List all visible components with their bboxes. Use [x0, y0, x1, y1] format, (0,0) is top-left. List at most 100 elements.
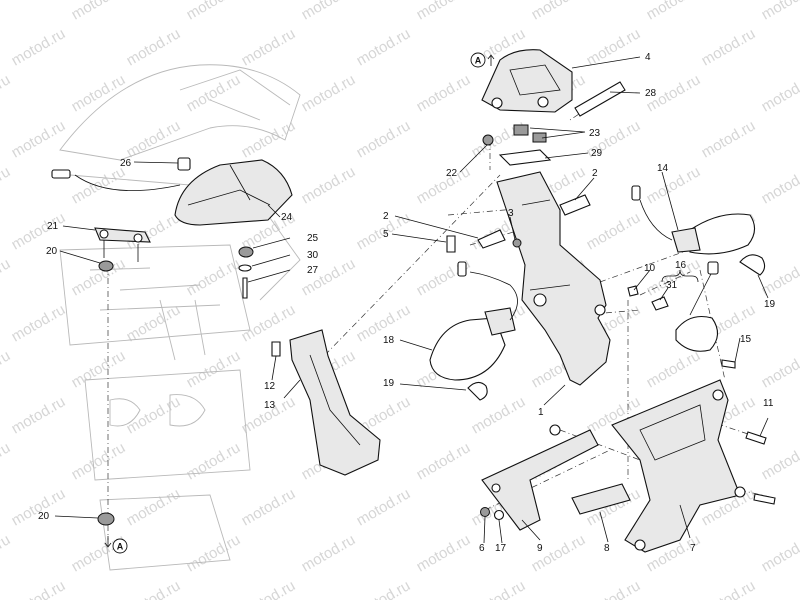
- watermark-text: motod.ru: [124, 117, 184, 161]
- watermark-text: motod.ru: [354, 485, 414, 529]
- callout-23: 23: [589, 128, 601, 139]
- watermark-text: motod.ru: [124, 577, 184, 600]
- callout-22: 22: [446, 168, 458, 179]
- watermark-text: motod.ru: [184, 0, 244, 23]
- callout-19-left: 19: [383, 378, 395, 389]
- callout-11: 11: [763, 398, 774, 409]
- watermark-text: motod.ru: [0, 439, 13, 483]
- indicator-16: [675, 261, 719, 352]
- watermark-text: motod.ru: [239, 117, 299, 161]
- ref-mark-a-upper-label: A: [475, 56, 482, 66]
- screw-5: [446, 235, 456, 253]
- callout-20-lower: 20: [38, 511, 50, 522]
- watermark-text: motod.ru: [124, 25, 184, 69]
- reflector-8: [571, 483, 631, 515]
- watermark-text: motod.ru: [584, 209, 644, 253]
- watermark-text: motod.ru: [414, 439, 474, 483]
- nut-22: [482, 134, 494, 146]
- watermark-text: motod.ru: [584, 577, 644, 600]
- watermark-text: motod.ru: [354, 25, 414, 69]
- bulb-19-right: [739, 254, 766, 276]
- watermark-text: motod.ru: [469, 393, 529, 437]
- watermark-text: motod.ru: [0, 347, 13, 391]
- callout-28: 28: [645, 88, 657, 99]
- watermark-text: motod.ru: [584, 25, 644, 69]
- watermark-text: motod.ru: [759, 255, 800, 299]
- plate-bracket-9: [481, 424, 599, 531]
- ref-mark-a-upper: A: [470, 52, 495, 68]
- callout-3: 3: [508, 208, 514, 219]
- upper-bracket-4: [481, 49, 573, 113]
- callout-7: 7: [690, 543, 696, 554]
- washer-30: [238, 264, 252, 272]
- rear-bracket-1: [496, 171, 611, 386]
- watermark-text: motod.ru: [9, 117, 69, 161]
- watermark-text: motod.ru: [0, 71, 13, 115]
- callout-26: 26: [120, 158, 132, 169]
- watermark-text: motod.ru: [414, 71, 474, 115]
- watermark-text: motod.ru: [239, 485, 299, 529]
- callout-2-upper: 2: [592, 168, 598, 179]
- indicator-left-18: [429, 261, 518, 381]
- watermark-text: motod.ru: [184, 347, 244, 391]
- watermark-text: motod.ru: [124, 485, 184, 529]
- callout-25: 25: [307, 233, 319, 244]
- callout-20-upper: 20: [46, 246, 58, 257]
- watermark-text: motod.ru: [759, 439, 800, 483]
- callout-1: 1: [538, 407, 544, 418]
- watermark-text: motod.ru: [9, 393, 69, 437]
- brace-16: [661, 269, 699, 283]
- screw-11: [745, 431, 767, 445]
- background-frame-outline: [59, 64, 301, 571]
- watermark-text: motod.ru: [529, 0, 589, 23]
- watermark-text: motod.ru: [299, 531, 359, 575]
- watermark-text: motod.ru: [414, 163, 474, 207]
- watermark-text: motod.ru: [644, 347, 704, 391]
- watermark-text: motod.ru: [0, 531, 13, 575]
- plate-29: [498, 149, 552, 166]
- callout-8: 8: [604, 543, 610, 554]
- watermark-text: motod.ru: [69, 255, 129, 299]
- grommet-25: [238, 246, 254, 258]
- ref-mark-a-lower-label: A: [117, 542, 124, 552]
- tail-light-24: [51, 157, 293, 226]
- pin-28: [574, 81, 626, 117]
- watermark-text: motod.ru: [9, 577, 69, 600]
- callout-29: 29: [591, 148, 603, 159]
- license-plate-frame-7: [611, 379, 746, 553]
- callout-12: 12: [264, 381, 276, 392]
- watermark-text: motod.ru: [699, 25, 759, 69]
- watermark-text: motod.ru: [9, 209, 69, 253]
- watermark-text: motod.ru: [184, 439, 244, 483]
- leader-lines: [54, 56, 769, 544]
- bulb-31: [651, 296, 669, 311]
- watermark-text: motod.ru: [9, 485, 69, 529]
- callout-2-lower: 2: [383, 211, 389, 222]
- ref-mark-a-lower: A: [104, 536, 128, 554]
- callout-5: 5: [383, 229, 389, 240]
- grommet-20-upper: [98, 260, 114, 272]
- watermark-text: motod.ru: [299, 71, 359, 115]
- callout-14: 14: [657, 163, 669, 174]
- callout-19-right: 19: [764, 299, 776, 310]
- watermark-text: motod.ru: [759, 531, 800, 575]
- nut-3: [512, 238, 522, 248]
- callout-4: 4: [645, 52, 651, 63]
- callout-18: 18: [383, 335, 395, 346]
- callout-24: 24: [281, 212, 293, 223]
- watermark-text: motod.ru: [759, 163, 800, 207]
- watermark-text: motod.ru: [354, 117, 414, 161]
- callout-15: 15: [740, 334, 752, 345]
- watermark-text: motod.ru: [759, 347, 800, 391]
- watermark-text: motod.ru: [124, 393, 184, 437]
- watermark-text: motod.ru: [239, 25, 299, 69]
- callout-31: 31: [666, 280, 678, 291]
- grommet-20-lower: [97, 512, 115, 526]
- watermark-text: motod.ru: [469, 577, 529, 600]
- watermark-text: motod.ru: [69, 163, 129, 207]
- callout-21: 21: [47, 221, 59, 232]
- callout-6: 6: [479, 543, 485, 554]
- watermark-text: motod.ru: [69, 347, 129, 391]
- watermark-text: motod.ru: [69, 439, 129, 483]
